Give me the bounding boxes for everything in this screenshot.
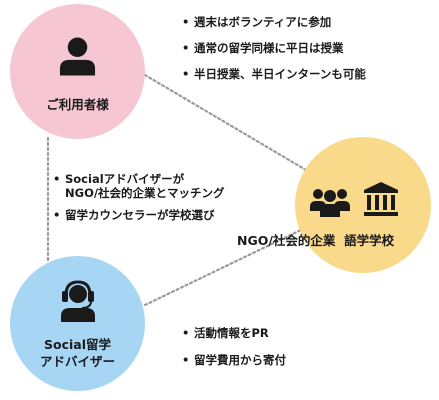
- advisor-note-item: 留学カウンセラーが学校選び: [53, 208, 225, 222]
- user-note-item: 通常の留学同様に平日は授業: [182, 41, 366, 55]
- partner-notes: 活動情報をPR 留学費用から寄付: [182, 326, 286, 380]
- user-note-item: 週末はボランティアに参加: [182, 15, 366, 29]
- user-label: ご利用者様: [46, 97, 109, 112]
- advisor-note-line: NGO/社会的企業とマッチング: [65, 186, 225, 200]
- partner-note-item: 活動情報をPR: [182, 326, 286, 340]
- advisor-label: Social留学 アドバイザー: [10, 336, 145, 370]
- advisor-notes: Socialアドバイザーが NGO/社会的企業とマッチング 留学カウンセラーが学…: [53, 172, 225, 230]
- advisor-label-line-1: Social留学: [43, 337, 111, 352]
- advisor-circle: Social留学 アドバイザー: [10, 256, 145, 391]
- advisor-note-line: Socialアドバイザーが: [65, 172, 185, 186]
- group-people-icon: [310, 189, 350, 217]
- school-building-icon: [364, 182, 398, 216]
- partner-circle: NGO/社会的企業 語学学校: [237, 137, 431, 273]
- advisor-note-line: 留学カウンセラーが学校選び: [65, 208, 215, 222]
- user-circle: ご利用者様: [10, 4, 145, 139]
- headset-person-icon: [61, 280, 95, 322]
- advisor-note-item: Socialアドバイザーが NGO/社会的企業とマッチング: [53, 172, 225, 200]
- person-icon: [59, 37, 96, 76]
- user-notes: 週末はボランティアに参加 通常の留学同様に平日は授業 半日授業、半日インターンも…: [182, 15, 366, 93]
- user-note-item: 半日授業、半日インターンも可能: [182, 67, 366, 81]
- advisor-label-line-2: アドバイザー: [39, 354, 115, 369]
- connector-advisor-partner: [143, 226, 307, 307]
- connector-user-partner: [143, 73, 308, 172]
- partner-note-item: 留学費用から寄付: [182, 353, 286, 367]
- partner-label: NGO/社会的企業 語学学校: [237, 233, 395, 248]
